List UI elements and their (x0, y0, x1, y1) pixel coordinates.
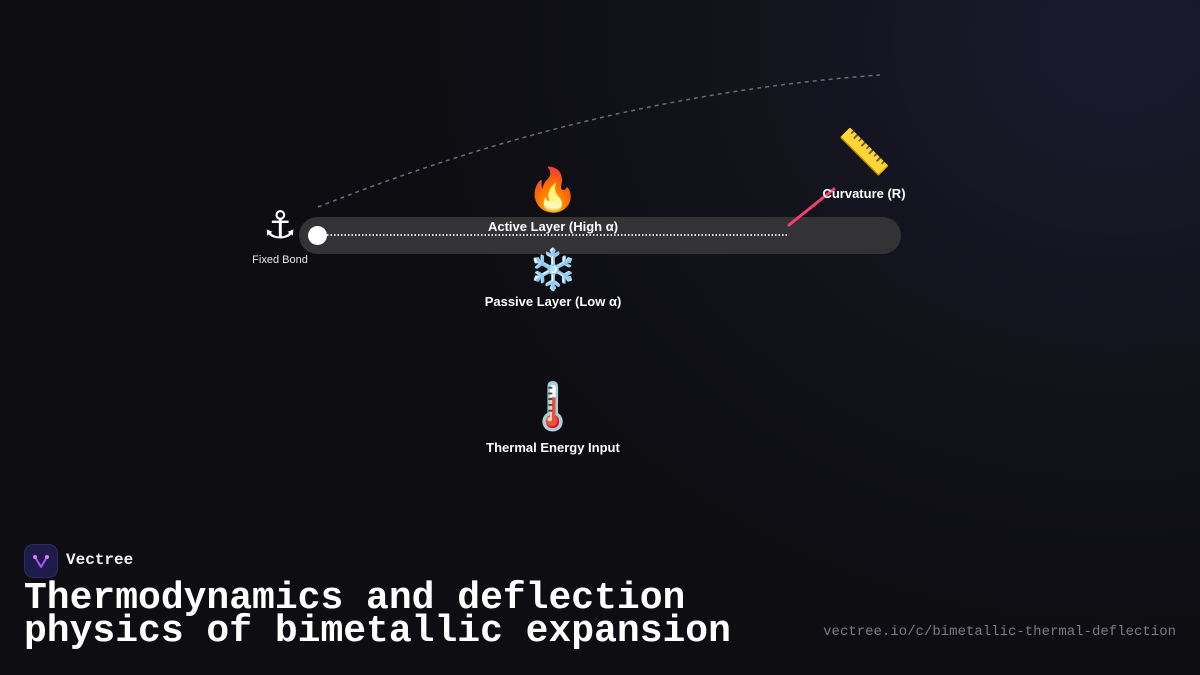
strip-handle[interactable] (308, 226, 327, 245)
anchor-icon: ⚓ (262, 203, 298, 247)
fixed-bond-label: Fixed Bond (252, 254, 308, 266)
brand-name: Vectree (66, 551, 134, 569)
active-layer-label: Active Layer (High α) (487, 219, 619, 234)
snowflake-icon: ❄️ (528, 247, 578, 293)
passive-layer-label: Passive Layer (Low α) (484, 294, 622, 309)
deflection-indicator (787, 187, 836, 227)
page-title: Thermodynamics and deflection physics of… (24, 580, 731, 651)
thermometer-icon: 🌡️ (524, 379, 582, 433)
curvature-label: Curvature (R) (822, 186, 906, 201)
title-line-2: physics of bimetallic expansion (24, 610, 731, 653)
thermal-energy-label: Thermal Energy Input (486, 440, 620, 455)
fire-icon: 🔥 (526, 165, 580, 214)
ruler-icon: 📏 (836, 127, 892, 178)
vectree-logo-icon (24, 544, 58, 578)
page-url[interactable]: vectree.io/c/bimetallic-thermal-deflecti… (823, 624, 1176, 640)
title-line-1: Thermodynamics and deflection (24, 577, 686, 620)
vectree-logo-mark (33, 555, 49, 568)
